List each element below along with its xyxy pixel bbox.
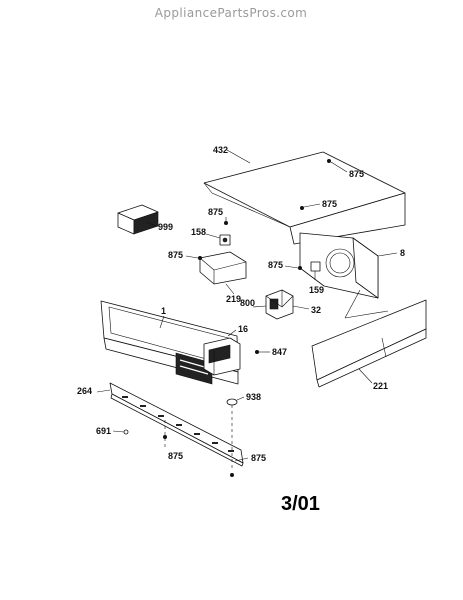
callout-264: 264	[77, 386, 92, 396]
callout-875-e: 875	[168, 451, 183, 461]
leader-264	[96, 389, 111, 393]
callout-158: 158	[191, 227, 206, 237]
display-board-part	[203, 337, 241, 376]
screw-875-c	[298, 266, 302, 270]
leader-432	[226, 149, 251, 164]
screw-875-f	[230, 473, 234, 477]
callout-432: 432	[213, 145, 228, 155]
clip-938-part	[226, 398, 238, 406]
revision-label: 3/01	[281, 493, 320, 515]
callout-800: 800	[240, 298, 255, 308]
leader-1	[159, 315, 165, 329]
watermark-text: AppliancePartsPros.com	[155, 6, 308, 20]
callout-16: 16	[238, 324, 248, 334]
callout-219: 219	[226, 294, 241, 304]
callout-875-top: 875	[349, 169, 364, 179]
callout-32: 32	[311, 305, 321, 315]
screw-875-b	[198, 256, 202, 260]
screw-691-part	[123, 429, 129, 435]
mounting-bracket-part	[199, 251, 247, 285]
leader-691	[112, 430, 125, 433]
callout-1: 1	[161, 306, 166, 316]
leader-221	[358, 368, 373, 384]
switch-part	[219, 234, 231, 246]
screw-875-e	[163, 435, 167, 439]
leader-875-f	[234, 457, 249, 462]
rear-bracket-part	[299, 232, 389, 319]
leader-875-top	[330, 161, 348, 173]
top-cover-panel-part	[203, 151, 406, 245]
screw-847	[255, 350, 259, 354]
callout-875-a: 875	[208, 207, 223, 217]
packaged-part-box	[117, 204, 159, 235]
relay-part	[265, 289, 294, 320]
leader-16	[227, 329, 237, 337]
callout-875-f: 875	[251, 453, 266, 463]
lower-trim-part	[109, 382, 244, 467]
leader-875-b	[185, 255, 199, 259]
callout-999: 999	[158, 222, 173, 232]
leader-219	[225, 283, 235, 295]
callout-875-b: 875	[168, 250, 183, 260]
leader-800	[252, 305, 267, 308]
callout-691: 691	[96, 426, 111, 436]
callout-938: 938	[246, 392, 261, 402]
thermal-switch-part	[310, 261, 321, 280]
screw-875-top2	[300, 206, 304, 210]
callout-159: 159	[309, 285, 324, 295]
leader-8	[377, 252, 398, 257]
callout-875-c: 875	[268, 260, 283, 270]
leader-999	[145, 221, 157, 227]
side-trim-part	[311, 299, 427, 388]
leader-158	[205, 233, 221, 239]
leader-875-c	[284, 265, 299, 269]
screw-875-top	[327, 159, 331, 163]
screw-875-a	[224, 221, 228, 225]
callout-847: 847	[272, 347, 287, 357]
callout-221: 221	[373, 381, 388, 391]
leader-32	[292, 305, 310, 310]
callout-875-top2: 875	[322, 199, 337, 209]
callout-8: 8	[400, 248, 405, 258]
leader-875-top2	[303, 203, 321, 208]
leader-938	[236, 396, 245, 401]
